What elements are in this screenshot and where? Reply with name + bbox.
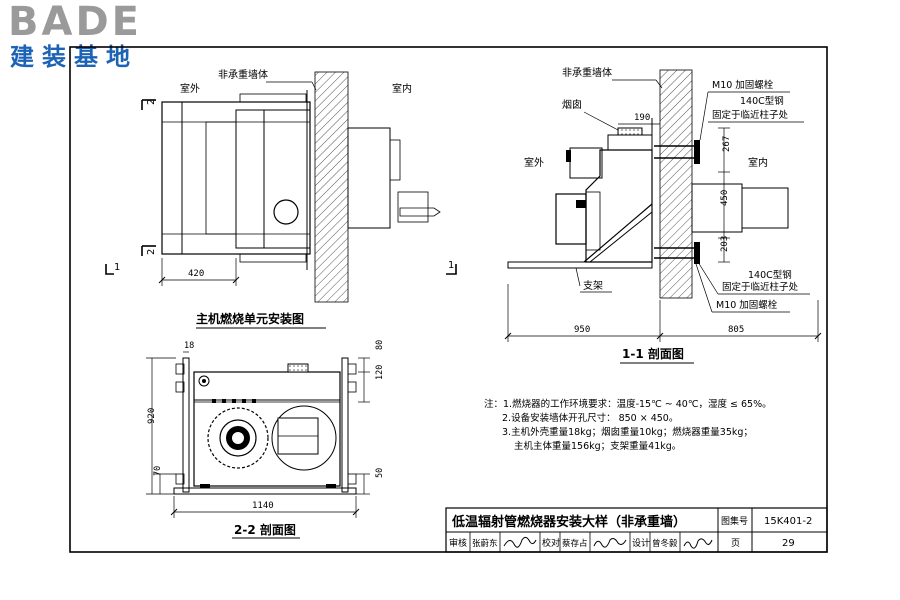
burner-circle — [273, 199, 299, 225]
burner-fan — [207, 407, 269, 469]
check-signature — [593, 538, 627, 548]
wall-hatch-1-1 — [659, 69, 693, 299]
page-label: 页 — [731, 538, 740, 549]
top-view: 室外 非承重墙体 室内 2 2 1 1 420 主机燃烧单元安装图 — [105, 68, 457, 329]
s22-dim-18: 18 — [184, 341, 194, 351]
s22-title: 2-2 剖面图 — [234, 522, 296, 537]
s11-dim-805: 805 — [728, 325, 744, 335]
s11-indoor-label: 室内 — [748, 156, 768, 169]
atlas-number: 15K401-2 — [764, 516, 812, 527]
right-post — [341, 357, 349, 493]
s11-steel-top: 140C型钢 — [740, 95, 784, 107]
s11-dim-190: 190 — [634, 113, 650, 123]
tube-opening — [271, 405, 337, 471]
left-post — [182, 357, 190, 493]
top-outdoor-label: 室外 — [180, 82, 200, 95]
s11-steel-bottom: 140C型钢 — [748, 269, 792, 281]
s11-fix-bottom: 固定于临近柱子处 — [722, 281, 799, 293]
s11-support-label: 支架 — [583, 280, 603, 292]
s11-dim-450: 450 — [720, 190, 730, 206]
atlas-label: 图集号 — [721, 515, 748, 527]
top-dim-420: 420 — [188, 269, 204, 279]
sheet-title: 低温辐射管燃烧器安装大样（非承重墙） — [451, 514, 686, 530]
s11-dim-950: 950 — [574, 325, 590, 335]
s11-chimney-label: 烟囱 — [562, 98, 582, 111]
chimney-outlet — [617, 127, 643, 136]
control-knobs — [212, 399, 256, 403]
top-cut-2-lower: 2 — [146, 249, 157, 255]
top-cut-1-right: 1 — [448, 260, 454, 271]
review-name: 张蔚东 — [472, 538, 498, 549]
logo-wordmark: BADE — [8, 0, 142, 45]
design-name: 曾冬毅 — [652, 538, 678, 549]
s11-dim-267: 267 — [722, 136, 732, 152]
note-line-1: 注：1.燃烧器的工作环境要求：温度-15℃ ~ 40℃，湿度 ≤ 65%。 — [484, 398, 772, 410]
page-number: 29 — [782, 538, 795, 549]
s11-outdoor-label: 室外 — [524, 156, 544, 169]
top-cut-2-upper: 2 — [146, 99, 157, 105]
burner-housing — [205, 121, 237, 235]
review-label: 审核 — [449, 537, 467, 549]
s11-dim-203: 203 — [720, 236, 730, 252]
top-cut-1-left: 1 — [114, 262, 120, 273]
note-line-4: 主机主体重量156kg；支架重量41kg。 — [514, 440, 681, 452]
design-label: 设计 — [632, 537, 650, 549]
gauge-icon — [198, 375, 210, 387]
section-2-2: 18 80 120 920 70 50 1140 2-2 剖面图 — [146, 340, 385, 539]
s11-wall-label: 非承重墙体 — [562, 66, 612, 79]
check-name: 蔡存占 — [562, 538, 588, 549]
top-view-title: 主机燃烧单元安装图 — [196, 311, 304, 326]
design-signature — [683, 538, 713, 549]
title-block: 低温辐射管燃烧器安装大样（非承重墙） 图集号 15K401-2 审核 张蔚东 校… — [445, 507, 828, 553]
top-indoor-label: 室内 — [392, 82, 412, 95]
base-rail — [173, 487, 357, 495]
top-wall-label: 非承重墙体 — [218, 68, 268, 81]
section-1-1: 非承重墙体 烟囱 室外 室内 支架 M10 加固螺栓 140C型钢 固定于临近柱… — [504, 66, 822, 364]
s11-fix-top: 固定于临近柱子处 — [712, 109, 789, 121]
s22-dim-1140: 1140 — [252, 501, 274, 511]
notes: 注：1.燃烧器的工作环境要求：温度-15℃ ~ 40℃，湿度 ≤ 65%。 2.… — [484, 398, 772, 452]
s22-dim-70: 70 — [153, 466, 163, 476]
note-line-3: 3.主机外壳重量18kg；烟囱重量10kg；燃烧器重量35kg； — [502, 426, 753, 438]
s11-bolt-bottom: M10 加固螺栓 — [716, 299, 778, 311]
support-bracket — [507, 261, 653, 269]
note-line-2: 2.设备安装墙体开孔尺寸： 850 × 450。 — [502, 412, 678, 424]
s11-bolt-top: M10 加固螺栓 — [712, 79, 774, 91]
s22-dim-920: 920 — [147, 408, 157, 424]
sheet-border — [69, 46, 828, 553]
s22-dim-80: 80 — [375, 340, 385, 350]
wall-hatch — [314, 71, 349, 303]
check-label: 校对 — [542, 537, 560, 549]
chimney-top — [287, 363, 309, 373]
s11-title: 1-1 剖面图 — [622, 346, 684, 361]
s22-dim-50: 50 — [375, 468, 385, 478]
burner-body — [585, 149, 653, 263]
review-signature — [503, 536, 537, 548]
s22-dim-120: 120 — [375, 365, 385, 380]
